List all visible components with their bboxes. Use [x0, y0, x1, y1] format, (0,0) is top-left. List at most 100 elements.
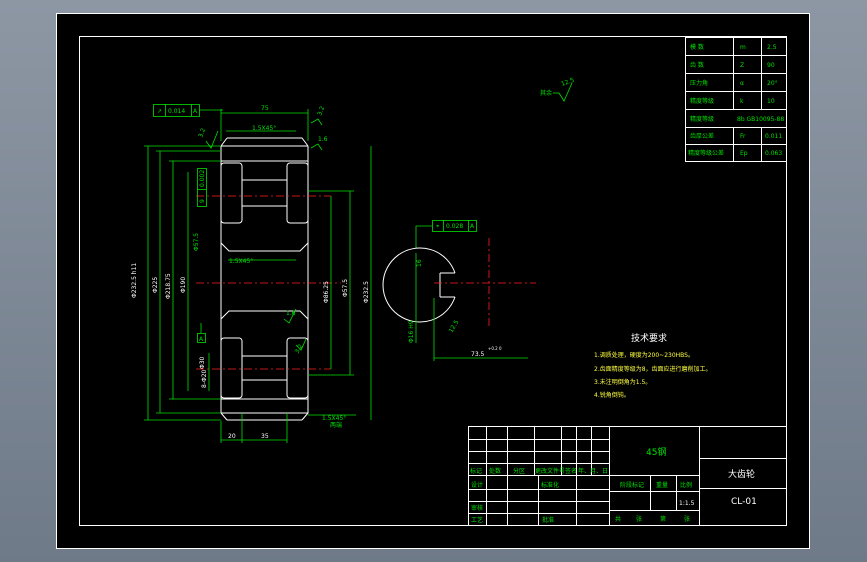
- tb-row-label-4: 签名: [565, 467, 577, 475]
- roughness-symbol-c: [310, 143, 323, 151]
- title-block: [468, 426, 787, 526]
- tb-sheets-3: 张: [684, 515, 690, 523]
- tb-sheets-0: 共: [615, 515, 621, 523]
- dim-width-top-value: 75: [261, 105, 269, 112]
- hub-feature-frame: [197, 168, 207, 207]
- param-sym-3: k: [740, 98, 744, 105]
- param-name-1: 齿 数: [690, 61, 704, 69]
- roughness-a: 3.2: [197, 127, 207, 139]
- tb-sheets-1: 张: [636, 515, 642, 523]
- tolerance-top-symbol: ↗: [157, 108, 162, 115]
- tb-material: 45钢: [646, 446, 666, 458]
- key-dia: Φ16 H9: [408, 320, 415, 343]
- tolerance-top-ref: A: [193, 108, 198, 115]
- tb-row-label-5: 年、月、日: [578, 467, 608, 475]
- roughness-symbol-e: [295, 338, 307, 351]
- tb-design: 设计: [471, 481, 483, 489]
- chamfer-mid-label: 1.5X45°: [229, 258, 253, 265]
- param-name-0: 模 数: [690, 43, 704, 51]
- dim-bottom-b: 35: [261, 433, 269, 440]
- key-radius: 12.5: [448, 319, 461, 334]
- tolerance-side-symbol: ⌖: [436, 223, 440, 230]
- hub-mark: 9: [199, 199, 206, 203]
- dim-dia-190: Φ190: [180, 277, 187, 293]
- dim-bore-dia: Φ232.5: [363, 281, 370, 303]
- roughness-symbol-d: [283, 308, 297, 324]
- datum-a-box: [197, 333, 206, 343]
- roughness-symbol-b: [310, 118, 323, 126]
- hub-mark2: 0.002: [199, 170, 206, 187]
- param-val-0: 2.5: [767, 44, 777, 51]
- dim-outer-dia: Φ232.5 h11: [131, 263, 138, 298]
- tb-row-label-0: 标记: [470, 467, 482, 475]
- tb-scale: 比例: [680, 481, 692, 489]
- tb-scale-value: 1:1.5: [679, 500, 695, 507]
- dim-dia-218: Φ218.75: [165, 273, 172, 299]
- hub-side-view: [382, 238, 536, 329]
- param-name-4: 精度等级: [690, 115, 714, 123]
- roughness-symbol-a: [205, 130, 219, 149]
- tech-title: 技术要求: [631, 332, 667, 344]
- tb-row-label-1: 处数: [489, 467, 501, 475]
- key-width: 16: [416, 259, 423, 267]
- roughness-other-label: 其余: [540, 89, 552, 97]
- tb-approve: 批准: [542, 516, 554, 524]
- dim-dia-225: Φ225: [152, 277, 159, 293]
- tb-stage: 阶段标记: [620, 481, 644, 489]
- param-sym-2: α: [740, 80, 744, 87]
- param-val-6: 0.063: [765, 150, 782, 157]
- inner-frame: [79, 36, 787, 526]
- tolerance-side-ref: A: [470, 223, 475, 230]
- roughness-d: 1.6: [286, 310, 296, 317]
- param-sym-0: m: [740, 44, 746, 51]
- param-sym-6: Ep: [740, 150, 748, 157]
- tb-sheets-2: 第: [660, 515, 666, 523]
- dim-hub-dia-left: Φ57.5: [193, 233, 200, 251]
- tb-drawing-no: CL-01: [731, 497, 757, 507]
- param-val-4: 8b GB10095-88: [737, 116, 784, 123]
- dim-bottom: [220, 413, 288, 443]
- gear-section: [220, 137, 309, 421]
- tolerance-side-value: 0.028: [446, 223, 463, 230]
- param-val-1: 90: [767, 62, 775, 69]
- key-depth: 73.5: [471, 351, 485, 358]
- chamfer-bottom-label: 1.5X45°: [322, 415, 346, 422]
- roughness-e: 3.2: [294, 343, 305, 355]
- dim-diameters-right: [308, 190, 354, 376]
- tech-req-2: 3.未注明倒角为1.5。: [594, 378, 651, 386]
- param-name-6: 精度等级公差: [688, 149, 724, 157]
- tolerance-frame-top: [153, 104, 223, 117]
- tb-review: 审核: [471, 504, 483, 512]
- params-table: [685, 37, 787, 162]
- tb-row-label-2: 分区: [513, 467, 525, 475]
- drawing-svg: 模 数 m 2.5 齿 数 Z 90 压力角 α 20° 精度等级 k 10 精…: [56, 13, 810, 549]
- param-val-3: 10: [767, 98, 775, 105]
- key-depth-tol: +0.2 0: [488, 346, 502, 351]
- drawing-canvas[interactable]: 模 数 m 2.5 齿 数 Z 90 压力角 α 20° 精度等级 k 10 精…: [56, 13, 810, 549]
- roughness-other-value: 12.5: [560, 77, 575, 88]
- param-name-2: 压力角: [690, 79, 708, 87]
- tech-req-3: 4.锐角倒钝。: [594, 391, 630, 399]
- dim-bottom-a: 20: [228, 433, 236, 440]
- roughness-c: 1.6: [318, 136, 328, 143]
- dim-width-top: [220, 109, 309, 141]
- tb-part-name: 大齿轮: [728, 468, 755, 480]
- tb-process: 工艺: [471, 516, 483, 524]
- tech-req-1: 2.齿面精度等级为8，齿面应进行磨削加工。: [594, 365, 712, 373]
- dim-diameters-left: [144, 145, 221, 421]
- param-val-2: 20°: [767, 80, 778, 87]
- chamfer-top-label: 1.5X45°: [252, 125, 276, 132]
- tb-weight: 重量: [656, 481, 668, 489]
- roughness-b: 3.2: [316, 105, 326, 117]
- outer-border: [56, 13, 810, 549]
- dim-hole-dia: Φ57.5: [342, 279, 349, 297]
- tb-row-label-3: 更改文件号: [535, 467, 565, 475]
- param-sym-1: Z: [740, 62, 744, 69]
- tb-std: 标准化: [541, 481, 559, 489]
- tolerance-top-value: 0.014: [168, 108, 185, 115]
- param-name-3: 精度等级: [690, 97, 714, 105]
- chamfer-bottom-note: 两端: [330, 421, 342, 429]
- param-name-5: 齿厚公差: [690, 132, 714, 140]
- dim-bore-small: Φ30: [199, 356, 206, 369]
